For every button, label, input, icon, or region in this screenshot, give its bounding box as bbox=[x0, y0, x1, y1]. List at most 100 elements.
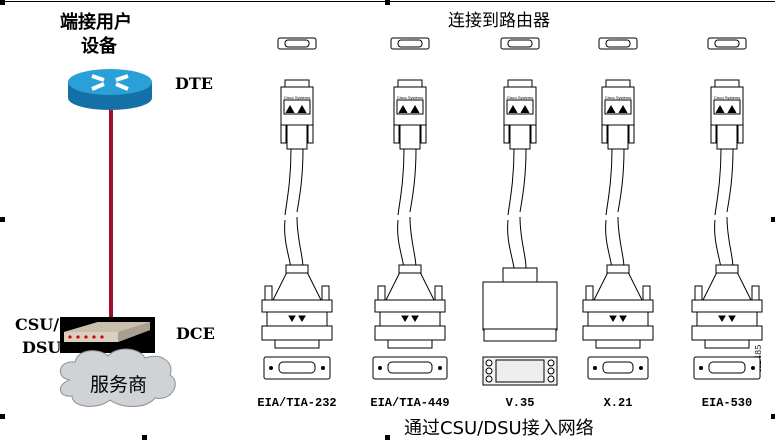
connector-body bbox=[379, 311, 441, 327]
thumbscrew bbox=[280, 124, 287, 144]
left-graphics bbox=[60, 69, 176, 407]
logo-mark bbox=[715, 104, 737, 114]
thumbscrew bbox=[737, 124, 744, 144]
thumbscrew bbox=[694, 285, 703, 301]
interface-label: V.35 bbox=[505, 396, 535, 410]
interface-label: EIA/TIA-449 bbox=[370, 396, 450, 410]
cable-line bbox=[284, 216, 304, 269]
thumbscrew bbox=[642, 285, 651, 301]
strain-relief bbox=[509, 124, 531, 150]
cable-line bbox=[605, 148, 625, 216]
screw-hole bbox=[593, 366, 597, 370]
screw-hole bbox=[547, 367, 555, 375]
strain-relief bbox=[399, 124, 421, 150]
connector-flange bbox=[261, 299, 333, 313]
csu-dsu-icon bbox=[60, 317, 155, 353]
hood-ring bbox=[398, 264, 422, 274]
cable-2: Cisco Systems bbox=[482, 37, 558, 386]
logo-text: Cisco Systems bbox=[605, 95, 631, 100]
cable-line bbox=[397, 148, 417, 216]
dsu-label: DSU bbox=[22, 338, 62, 357]
connector-flange bbox=[691, 299, 763, 313]
screw-hole bbox=[547, 375, 555, 383]
interface-label: EIA-530 bbox=[701, 396, 753, 410]
screw-hole bbox=[485, 359, 493, 367]
pin-field bbox=[495, 359, 545, 383]
connector-body bbox=[266, 311, 328, 327]
screw-hole bbox=[438, 366, 442, 370]
connector-pins bbox=[274, 339, 320, 349]
screw-hole bbox=[269, 366, 273, 370]
corner-mark bbox=[385, 435, 390, 440]
top-title: 连接到路由器 bbox=[448, 11, 550, 31]
logo-text: Cisco Systems bbox=[284, 95, 310, 100]
corner-mark bbox=[771, 217, 775, 222]
cable-0: Cisco Systems bbox=[261, 37, 333, 380]
thumbscrew bbox=[601, 124, 608, 144]
corner-mark bbox=[0, 217, 5, 222]
cable-line bbox=[507, 148, 527, 216]
cable-line bbox=[714, 148, 734, 216]
logo-mark bbox=[398, 104, 420, 114]
thumbscrew bbox=[628, 124, 635, 144]
cable-line bbox=[397, 216, 417, 269]
screw-hole bbox=[547, 359, 555, 367]
logo-text: Cisco Systems bbox=[507, 95, 533, 100]
router-icon bbox=[68, 69, 152, 110]
logo-text: Cisco Systems bbox=[714, 95, 740, 100]
thumbscrew bbox=[420, 124, 427, 144]
cloud-icon bbox=[60, 348, 176, 407]
screw-hole bbox=[639, 366, 643, 370]
corner-mark bbox=[385, 0, 390, 5]
port-pins bbox=[714, 39, 740, 48]
thumbscrew bbox=[751, 285, 760, 301]
cable-line bbox=[714, 216, 734, 269]
cable-4: Cisco Systems bbox=[691, 37, 763, 380]
bottom-title: 通过CSU/DSU接入网络 bbox=[404, 418, 594, 439]
cloud-label: 服务商 bbox=[90, 374, 148, 396]
screw-hole bbox=[751, 366, 755, 370]
cable-3: Cisco Systems bbox=[582, 37, 654, 380]
d-sub-port bbox=[602, 361, 634, 374]
hood-ring bbox=[606, 264, 630, 274]
connector-body bbox=[587, 311, 649, 327]
corner-mark bbox=[0, 414, 5, 419]
connector-base bbox=[691, 325, 763, 341]
connector-pins bbox=[387, 339, 433, 349]
arrow-mark bbox=[718, 315, 736, 322]
thumbscrew bbox=[393, 124, 400, 144]
port-pins bbox=[284, 39, 310, 48]
thumbscrew bbox=[434, 285, 443, 301]
thumbscrew bbox=[503, 124, 510, 144]
logo-mark bbox=[508, 104, 530, 114]
thumbscrew bbox=[530, 124, 537, 144]
d-sub-port bbox=[278, 361, 316, 374]
connector-flange bbox=[374, 299, 446, 313]
screw-hole bbox=[378, 366, 382, 370]
port-pins bbox=[507, 39, 533, 48]
hood-ring bbox=[285, 264, 309, 274]
screw-hole bbox=[485, 375, 493, 383]
connector-pins bbox=[704, 339, 750, 349]
dce-label: DCE bbox=[176, 324, 215, 343]
interface-label: EIA/TIA-232 bbox=[257, 396, 337, 410]
thumbscrew bbox=[377, 285, 386, 301]
thumbscrew bbox=[321, 285, 330, 301]
cable-line bbox=[284, 148, 304, 216]
cable-line bbox=[605, 216, 625, 269]
d-sub-port bbox=[387, 361, 433, 374]
logo-text: Cisco Systems bbox=[397, 95, 423, 100]
connector-base bbox=[582, 325, 654, 341]
port-pins bbox=[605, 39, 631, 48]
arrow-mark bbox=[288, 315, 306, 322]
interface-label: X.21 bbox=[603, 396, 633, 410]
strain-relief bbox=[286, 124, 308, 150]
dte-label: DTE bbox=[175, 74, 213, 93]
thumbscrew bbox=[710, 124, 717, 144]
v35-connector-icon bbox=[482, 281, 558, 331]
screw-hole bbox=[699, 366, 703, 370]
connector-flange bbox=[582, 299, 654, 313]
thumbscrew bbox=[307, 124, 314, 144]
csu-label: CSU/ bbox=[15, 315, 60, 334]
thumbscrew bbox=[585, 285, 594, 301]
